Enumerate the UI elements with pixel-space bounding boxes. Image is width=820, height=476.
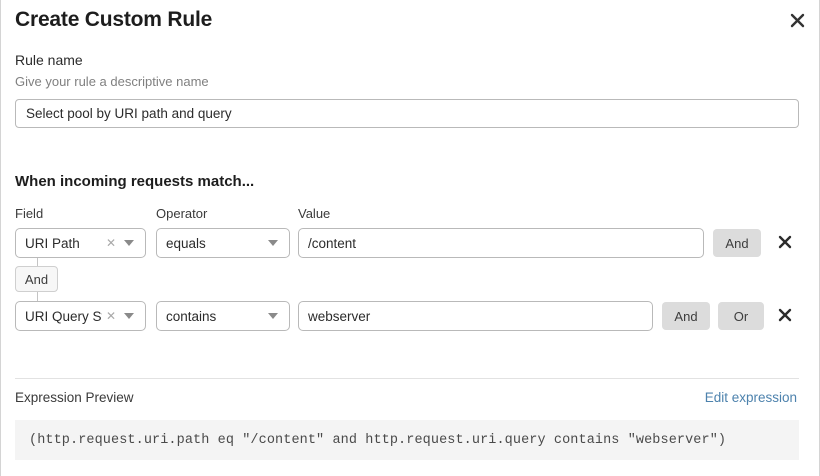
match-section-heading: When incoming requests match... <box>15 173 255 190</box>
field-select-value-row-2: URI Query St... <box>25 308 102 324</box>
operator-select-value-row-1: equals <box>166 235 206 251</box>
field-select-row-1[interactable]: URI Path ✕ <box>15 228 146 258</box>
chevron-down-icon-field-row-1 <box>124 240 134 246</box>
operator-select-value-row-2: contains <box>166 308 217 324</box>
remove-icon <box>778 235 792 252</box>
chevron-down-icon-operator-row-2 <box>268 313 278 319</box>
connector-line-bottom <box>37 292 38 302</box>
column-header-field: Field <box>15 206 44 221</box>
section-divider <box>15 378 799 379</box>
chevron-down-icon-operator-row-1 <box>268 240 278 246</box>
group-connector-and-badge[interactable]: And <box>15 266 58 292</box>
clear-field-icon-row-2[interactable]: ✕ <box>105 309 116 323</box>
close-icon <box>790 13 805 28</box>
and-button-row-2[interactable]: And <box>662 302 710 330</box>
operator-select-row-1[interactable]: equals <box>156 228 290 258</box>
value-input-row-1[interactable] <box>298 228 704 258</box>
rule-name-helper-text: Give your rule a descriptive name <box>15 74 209 89</box>
rule-name-input[interactable] <box>15 99 799 128</box>
field-select-row-2[interactable]: URI Query St... ✕ <box>15 301 146 331</box>
field-select-value-row-1: URI Path <box>25 235 80 251</box>
rule-name-label: Rule name <box>15 52 83 68</box>
expression-preview-label: Expression Preview <box>15 390 134 405</box>
expression-preview-box: (http.request.uri.path eq "/content" and… <box>15 420 799 460</box>
page-title: Create Custom Rule <box>15 8 213 31</box>
expression-preview-code: (http.request.uri.path eq "/content" and… <box>29 432 727 448</box>
value-input-row-2[interactable] <box>298 301 653 331</box>
and-button-row-1[interactable]: And <box>713 229 761 257</box>
remove-condition-button-row-2[interactable] <box>774 301 796 331</box>
column-header-operator: Operator <box>156 206 208 221</box>
clear-field-icon-row-1[interactable]: ✕ <box>105 236 116 250</box>
edit-expression-link[interactable]: Edit expression <box>704 390 797 405</box>
close-button[interactable] <box>784 7 810 33</box>
operator-select-row-2[interactable]: contains <box>156 301 290 331</box>
or-button-row-2[interactable]: Or <box>718 302 764 330</box>
chevron-down-icon-field-row-2 <box>124 313 134 319</box>
column-header-value: Value <box>298 206 331 221</box>
connector-line-top <box>37 258 38 267</box>
remove-icon <box>778 308 792 325</box>
remove-condition-button-row-1[interactable] <box>774 228 796 258</box>
